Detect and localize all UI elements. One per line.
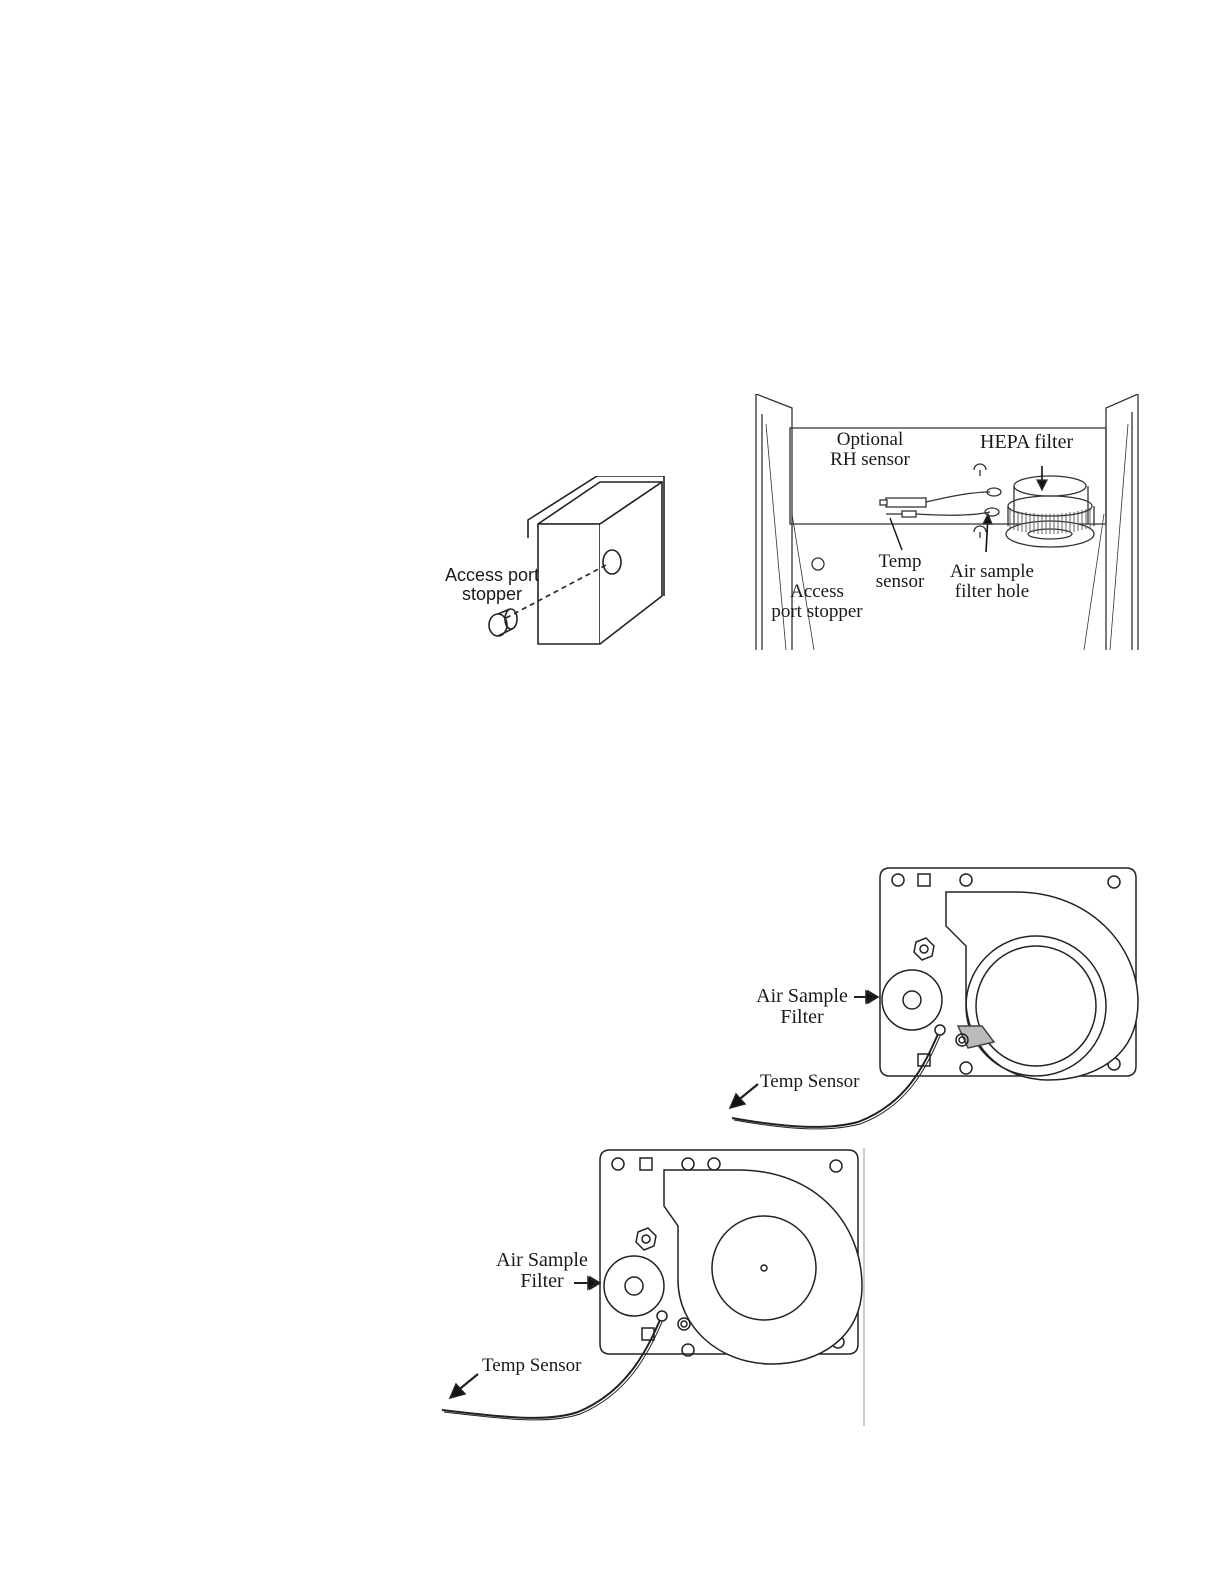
upper-air-sample-line2: Filter bbox=[746, 1007, 858, 1028]
upper-air-sample-filter-label: Air Sample Filter bbox=[746, 986, 858, 1028]
hepa-filter-label: HEPA filter bbox=[980, 432, 1073, 453]
optional-rh-line1: Optional bbox=[820, 430, 920, 450]
optional-rh-sensor-label: Optional RH sensor bbox=[820, 430, 920, 470]
chamber-access-port-stopper-label: Access port stopper bbox=[760, 582, 874, 622]
access-port-stopper-label: Access port stopper bbox=[436, 566, 548, 604]
upper-temp-sensor-label: Temp Sensor bbox=[760, 1072, 859, 1092]
air-sample-hole-line1: Air sample bbox=[940, 562, 1044, 582]
upper-air-sample-line1: Air Sample bbox=[746, 986, 858, 1007]
lower-air-sample-line1: Air Sample bbox=[486, 1250, 598, 1271]
lower-temp-sensor-label: Temp Sensor bbox=[482, 1356, 581, 1376]
lower-air-sample-filter-label: Air Sample Filter bbox=[486, 1250, 598, 1292]
lower-air-sample-line2: Filter bbox=[486, 1271, 598, 1292]
optional-rh-line2: RH sensor bbox=[820, 450, 920, 470]
air-sample-filter-hole-label: Air sample filter hole bbox=[940, 562, 1044, 602]
access-port-stopper-label-line1: Access port bbox=[436, 566, 548, 585]
chamber-temp-line1: Temp bbox=[858, 552, 942, 572]
chamber-access-line2: port stopper bbox=[760, 602, 874, 622]
chamber-access-line1: Access bbox=[760, 582, 874, 602]
air-sample-hole-line2: filter hole bbox=[940, 582, 1044, 602]
access-port-stopper-label-line2: stopper bbox=[436, 585, 548, 604]
